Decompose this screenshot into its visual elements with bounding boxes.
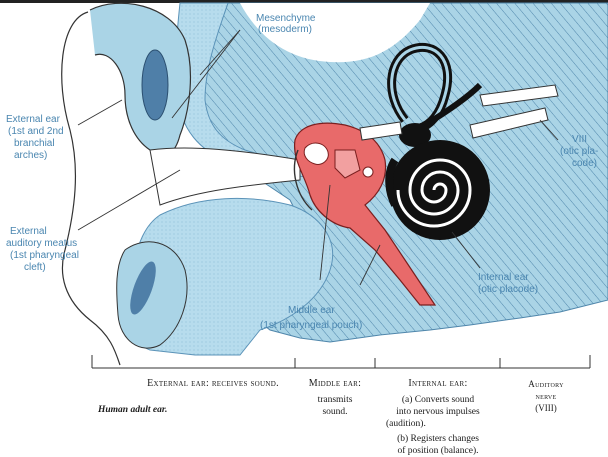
label-meatus-3: (1st pharyngeal	[10, 250, 79, 261]
nerve-tube-1	[469, 107, 549, 139]
mesenchyme-bay	[240, 3, 430, 63]
ossicle-incus	[334, 149, 361, 179]
cochlea	[390, 140, 490, 240]
label-middle-ear-2: (1st pharyngeal pouch)	[260, 320, 362, 331]
auditory-canal	[149, 147, 301, 206]
label-external-ear-3: branchial	[14, 138, 55, 149]
label-external-ear-2: (1st and 2nd	[8, 126, 64, 137]
label-external-ear-1: External ear	[6, 114, 61, 125]
cochlea-spiral	[396, 158, 472, 228]
cochlea-duct	[385, 157, 399, 207]
lobe-fossa	[130, 261, 156, 315]
caption-internal-a-2: into nervous impulses	[396, 407, 480, 417]
top-border	[0, 0, 608, 3]
caption-external-ear: External ear: receives sound.	[147, 378, 279, 389]
label-middle-ear-1: Middle ear	[288, 305, 335, 316]
caption-auditory-nerve-2: nerve	[535, 391, 557, 401]
label-meatus-1: External	[10, 226, 47, 237]
caption-middle-ear-title: Middle ear:	[308, 378, 362, 389]
nerve-tube-2	[479, 84, 559, 107]
label-nerve-1: VIII	[572, 134, 587, 145]
caption-auditory-nerve: Auditory nerve (VIII)	[505, 378, 587, 414]
lobe	[116, 241, 188, 349]
label-internal-ear-2: (otic placode)	[478, 284, 538, 295]
caption-auditory-nerve-3: (VIII)	[535, 403, 557, 413]
caption-internal-ear-title: Internal ear:	[408, 378, 468, 389]
label-meatus-2: auditory meatus	[6, 238, 77, 249]
caption-internal-b-1: (b) Registers changes	[397, 434, 479, 444]
caption-middle-ear-text-2: sound.	[322, 407, 348, 417]
caption-internal-a-1: (a) Converts sound	[401, 395, 475, 405]
caption-internal-b-2: of position (balance).	[397, 446, 479, 456]
caption-middle-ear: Middle ear: transmits sound.	[298, 378, 372, 418]
semicircular-canal-posterior	[418, 82, 483, 131]
label-nerve-2: (otic pla-	[560, 146, 598, 157]
label-nerve-3: code)	[572, 158, 597, 169]
vestibule	[399, 123, 431, 147]
pinna	[89, 2, 192, 156]
label-mesenchyme-sub: (mesoderm)	[258, 24, 312, 35]
caption-internal-a-3: (audition).	[386, 419, 426, 429]
middle-ear-cavity	[293, 122, 437, 306]
label-external-ear-4: arches)	[14, 150, 47, 161]
label-internal-ear-1: Internal ear	[478, 272, 529, 283]
label-mesenchyme: Mesenchyme	[256, 13, 316, 24]
caption-middle-ear-text-1: transmits	[317, 395, 353, 405]
caption-internal-ear: Internal ear: (a) Converts sound into ne…	[378, 378, 498, 457]
tympanic-membrane	[293, 149, 313, 211]
pinna-fossa	[141, 49, 169, 121]
region-bracket	[91, 355, 591, 369]
label-meatus-4: cleft)	[24, 262, 46, 273]
leader-lines	[77, 29, 559, 286]
ossicle-stapes	[362, 166, 374, 178]
nerve-tube-3	[359, 121, 403, 141]
caption-auditory-nerve-1: Auditory	[528, 379, 564, 389]
ossicle-malleus	[303, 142, 329, 165]
caption-human-adult-ear: Human adult ear.	[98, 405, 168, 415]
pinna-outline	[61, 11, 121, 366]
